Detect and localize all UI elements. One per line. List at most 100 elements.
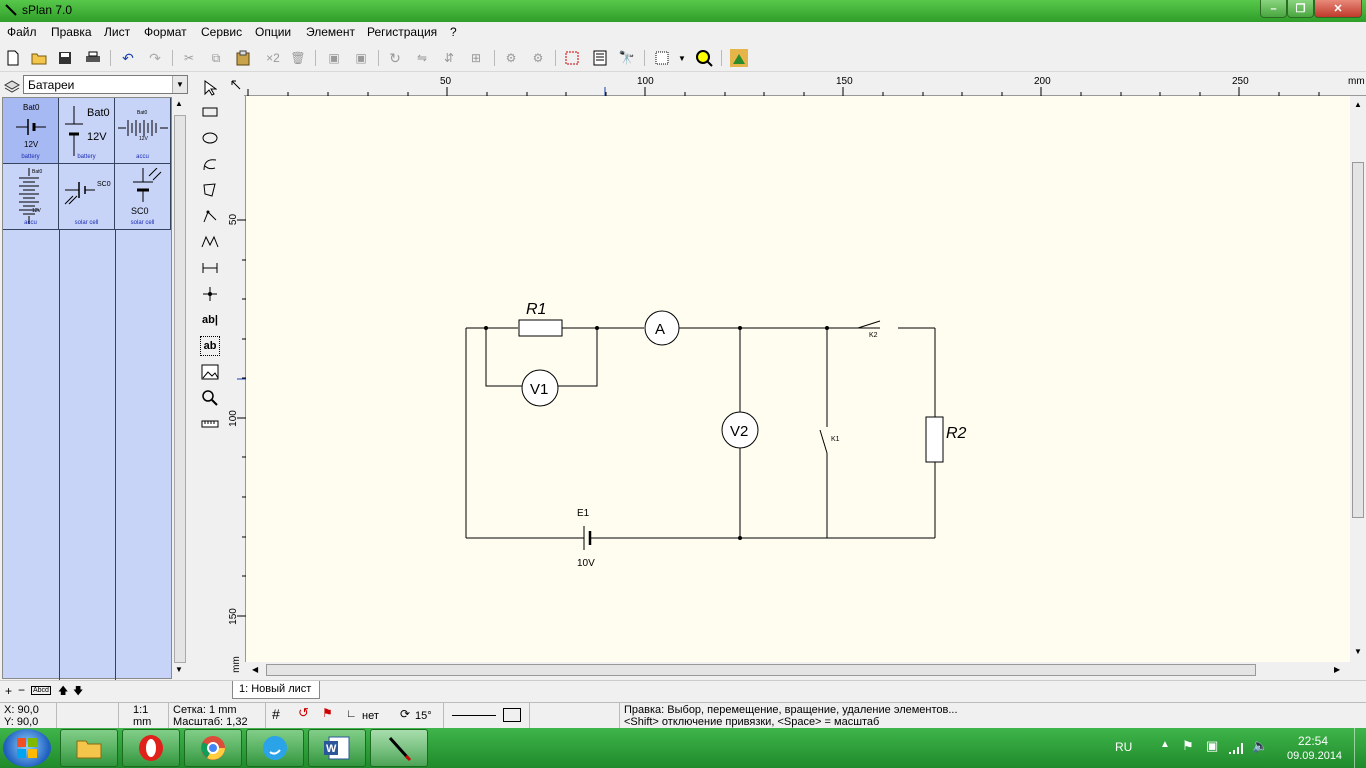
library-select[interactable]: Батареи ▼ [23, 75, 188, 94]
cut-icon[interactable]: ✂ [183, 51, 195, 65]
voltmeter-v2[interactable] [721, 411, 759, 449]
zoom-fit-icon[interactable] [695, 49, 713, 67]
grid-icon[interactable] [653, 49, 671, 67]
new-file-icon[interactable] [4, 49, 22, 67]
rotation-value[interactable]: 15° [415, 710, 432, 722]
device-icon[interactable]: ▣ [1206, 738, 1219, 753]
group-icon[interactable]: ⚙ [505, 51, 517, 65]
ammeter[interactable] [644, 310, 680, 346]
junction-tool-icon[interactable] [200, 284, 220, 304]
zoom-tool-icon[interactable] [200, 388, 220, 408]
maximize-button[interactable]: ❐ [1287, 0, 1314, 18]
ruler-corner-icon[interactable] [226, 75, 244, 96]
minimize-button[interactable]: – [1260, 0, 1287, 18]
library-item[interactable]: Bat0 12V battery [3, 98, 59, 164]
abcd-button[interactable]: Abcd [31, 686, 51, 695]
clock-date[interactable]: 09.09.2014 [1287, 750, 1343, 762]
tray-expand-icon[interactable]: ▲ [1160, 739, 1170, 750]
align-icon[interactable]: ⊞ [470, 51, 482, 65]
menu-registration[interactable]: Регистрация [367, 25, 438, 39]
menu-element[interactable]: Элемент [306, 25, 355, 39]
chevron-down-icon[interactable]: ▼ [172, 76, 187, 93]
print-icon[interactable] [84, 49, 102, 67]
drawing-canvas[interactable]: R1 R2 A V1 V2 K1 K2 E1 10V [246, 96, 1350, 662]
show-desktop-button[interactable] [1354, 728, 1366, 768]
grid-dropdown-icon[interactable]: ▼ [678, 53, 686, 63]
taskbar-chrome[interactable] [184, 729, 242, 767]
taskbar-splan[interactable] [370, 729, 428, 767]
volume-icon[interactable]: 🔈 [1252, 738, 1269, 753]
bezier-tool-icon[interactable] [200, 232, 220, 252]
flag-icon[interactable]: ⚑ [1182, 738, 1194, 753]
special-tool-icon[interactable] [730, 49, 748, 67]
sheet-tab[interactable]: 1: Новый лист [232, 681, 320, 699]
taskbar-app[interactable] [246, 729, 304, 767]
open-folder-icon[interactable] [30, 49, 48, 67]
text-tool[interactable]: ab| [202, 314, 218, 326]
library-item[interactable]: SC0 solar cell [59, 164, 115, 230]
clock-time[interactable]: 22:54 [1298, 734, 1329, 748]
textbox-tool[interactable]: ab [200, 336, 220, 356]
canvas-hscroll[interactable]: ◀ ▶ [246, 662, 1350, 679]
duplicate-button[interactable]: ×2 [266, 51, 280, 65]
rotation-icon[interactable]: ⟳ [400, 707, 411, 721]
resistor-r1[interactable] [518, 319, 563, 337]
magnet-icon[interactable]: ⚑ [322, 706, 333, 720]
menu-sheet[interactable]: Лист [104, 25, 131, 39]
voltmeter-v1[interactable] [521, 369, 559, 407]
angle-icon[interactable]: ∟ [346, 708, 357, 720]
snap-icon[interactable]: ↺ [298, 705, 309, 720]
arc-tool-icon[interactable] [200, 154, 220, 174]
copy-icon[interactable]: ⧉ [211, 50, 221, 65]
redo-icon[interactable]: ↷ [149, 49, 161, 66]
fill-style-preview[interactable] [503, 708, 521, 722]
mirror-h-icon[interactable]: ⇋ [416, 51, 428, 65]
library-scrollbar[interactable]: ▲ ▼ [172, 97, 188, 679]
line-tool-icon[interactable] [200, 206, 220, 226]
battery-e1[interactable] [583, 526, 592, 550]
add-icon[interactable]: + [5, 684, 13, 698]
taskbar-explorer[interactable] [60, 729, 118, 767]
measure-tool-icon[interactable] [200, 414, 220, 434]
schematic[interactable]: R1 R2 A V1 V2 K1 K2 E1 10V [246, 96, 1350, 662]
menu-options[interactable]: Опции [255, 25, 292, 39]
select-arrow-icon[interactable] [200, 78, 220, 98]
resistor-r2[interactable] [925, 416, 944, 463]
line-style-preview[interactable] [452, 715, 496, 716]
menu-edit[interactable]: Правка [51, 25, 92, 39]
delete-icon[interactable]: 🗑 [290, 51, 306, 65]
menu-service[interactable]: Сервис [201, 25, 243, 39]
ellipse-tool-icon[interactable] [200, 128, 220, 148]
save-icon[interactable] [56, 49, 74, 67]
ungroup-icon[interactable]: ⚙ [532, 51, 544, 65]
library-item[interactable]: Bat0 12V battery [59, 98, 115, 164]
menu-file[interactable]: Файл [7, 25, 37, 39]
start-button[interactable] [3, 729, 51, 767]
undo-icon[interactable]: ↶ [122, 49, 134, 66]
bring-front-icon[interactable]: ▣ [328, 51, 340, 65]
taskbar-word[interactable]: W [308, 729, 366, 767]
send-back-icon[interactable]: ▣ [355, 51, 367, 65]
image-tool-icon[interactable] [200, 362, 220, 382]
paste-icon[interactable] [234, 49, 252, 67]
dimension-tool-icon[interactable] [200, 258, 220, 278]
menu-help[interactable]: ? [450, 25, 457, 39]
signal-icon[interactable] [1228, 741, 1244, 755]
angle-value[interactable]: нет [362, 710, 379, 722]
language-indicator[interactable]: RU [1115, 740, 1133, 754]
taskbar-opera[interactable] [122, 729, 180, 767]
find-icon[interactable]: 🔭 [618, 50, 636, 65]
rotate-icon[interactable]: ↻ [389, 49, 401, 66]
partlist-icon[interactable] [591, 49, 609, 67]
canvas-vscroll[interactable]: ▲ ▼ [1350, 96, 1366, 662]
library-item[interactable]: Bat0 12V accu [3, 164, 59, 230]
close-button[interactable]: ✕ [1314, 0, 1362, 18]
arrow-up-icon[interactable]: 🡅 [58, 686, 69, 697]
library-layers-icon[interactable] [3, 76, 21, 94]
library-item[interactable]: Bat0 12V accu [115, 98, 171, 164]
netlist-icon[interactable] [563, 49, 581, 67]
remove-icon[interactable]: − [18, 683, 26, 697]
menu-format[interactable]: Формат [144, 25, 187, 39]
mirror-v-icon[interactable]: ⇵ [443, 51, 455, 65]
grid-toggle-icon[interactable]: # [272, 706, 280, 722]
